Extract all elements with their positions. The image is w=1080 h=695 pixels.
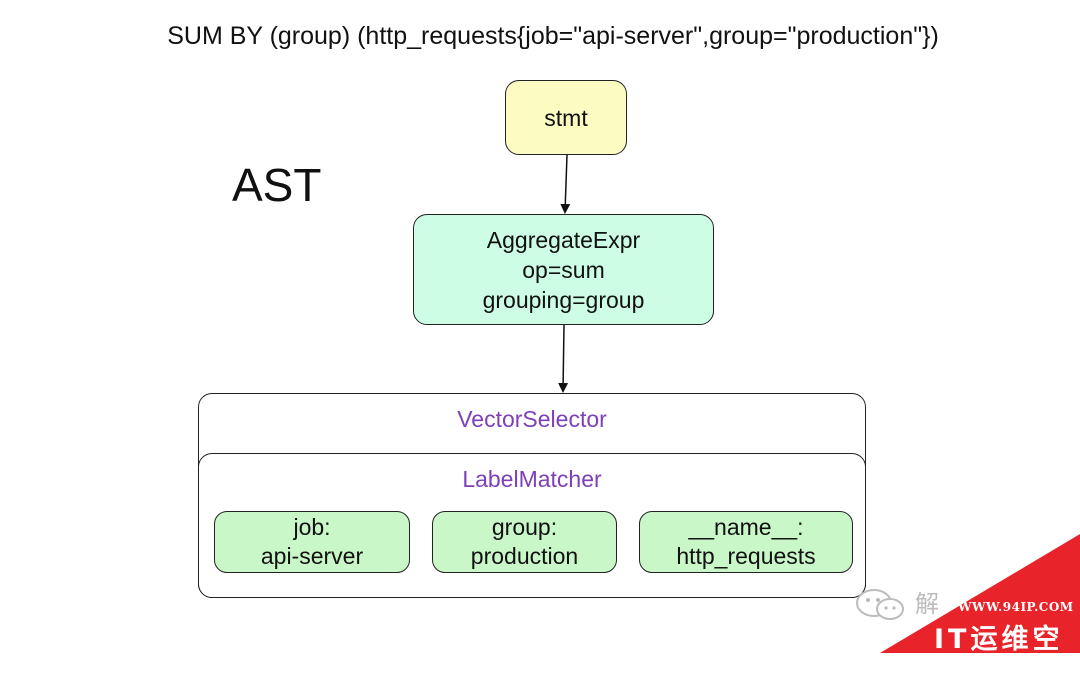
- matcher-job: job: api-server: [214, 511, 410, 573]
- stmt-node: stmt: [505, 80, 627, 155]
- watermark-site: WWW.94IP.COM: [958, 600, 1074, 614]
- matcher-job-key: job:: [293, 514, 331, 540]
- aggregate-op: op=sum: [522, 256, 605, 283]
- matcher-job-value: api-server: [260, 543, 364, 569]
- aggregate-grouping: grouping=group: [482, 286, 645, 313]
- vector-selector-label: VectorSelector: [457, 406, 607, 432]
- label-matcher-label: LabelMatcher: [462, 466, 602, 492]
- watermark-account-text: 解: [915, 590, 939, 618]
- watermark-brand: IT运维空间: [934, 624, 1064, 694]
- aggregate-expr-name: AggregateExpr: [486, 226, 641, 253]
- aggregate-expr-node: AggregateExpr op=sum grouping=group: [413, 214, 714, 325]
- matcher-name-key: __name__:: [688, 514, 804, 540]
- matcher-group: group: production: [432, 511, 617, 573]
- stmt-label: stmt: [544, 104, 588, 131]
- matcher-name-value: http_requests: [676, 543, 816, 569]
- ast-label: AST: [232, 159, 322, 211]
- matcher-group-key: group:: [491, 514, 558, 540]
- matcher-group-value: production: [470, 543, 579, 569]
- matcher-name: __name__: http_requests: [639, 511, 853, 573]
- arrow-stmt-to-aggregate: [560, 154, 571, 214]
- arrow-aggregate-to-vector: [558, 324, 569, 393]
- wechat-icon: [856, 589, 904, 620]
- diagram-title: SUM BY (group) (http_requests{job="api-s…: [167, 22, 939, 50]
